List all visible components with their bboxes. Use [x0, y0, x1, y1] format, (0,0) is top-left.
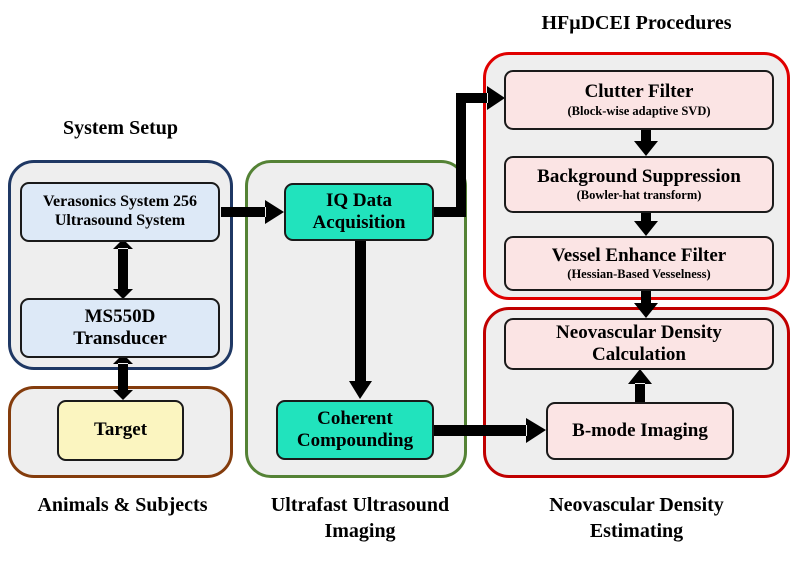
caption-ultrafast-line1: Ultrafast Ultrasound	[270, 494, 450, 516]
density-line1: Neovascular Density	[556, 321, 722, 343]
clutter-line2: (Block-wise adaptive SVD)	[567, 103, 711, 118]
background-line2: (Bowler-hat transform)	[576, 188, 702, 203]
caption-estimating-line1: Neovascular Density	[549, 494, 724, 516]
background-suppression-box: Background Suppression (Bowler-hat trans…	[504, 156, 774, 213]
iq-line2: Acquisition	[312, 212, 406, 233]
vessel-line1: Vessel Enhance Filter	[551, 244, 727, 266]
caption-estimating-line2: Estimating	[589, 520, 684, 542]
target-label: Target	[93, 419, 148, 441]
iq-data-acquisition-box: IQ Data Acquisition	[284, 183, 434, 241]
verasonics-system-box: Verasonics System 256 Ultrasound System	[20, 182, 220, 242]
verasonics-line1: Verasonics System 256	[42, 193, 198, 211]
coherent-line2: Compounding	[296, 430, 414, 451]
arrow-vessel-density	[634, 291, 658, 318]
bmode-label: B-mode Imaging	[572, 419, 708, 441]
caption-system-setup: System Setup	[62, 117, 178, 139]
target-box: Target	[57, 400, 184, 461]
arrow-coherent-bmode	[434, 418, 546, 443]
caption-animals-subjects: Animals & Subjects	[37, 494, 208, 516]
caption-estimating: Neovascular Density Estimating	[483, 492, 790, 544]
arrow-iq-clutter	[434, 86, 505, 217]
vessel-line2: (Hessian-Based Vesselness)	[567, 267, 711, 282]
transducer-line1: MS550D	[84, 305, 156, 327]
caption-procedures: HFμDCEI Procedures	[541, 12, 732, 34]
arrow-transducer-target	[113, 354, 133, 400]
arrow-verasonics-transducer	[113, 239, 133, 299]
arrow-verasonics-iq	[221, 200, 284, 224]
arrow-background-vessel	[634, 213, 658, 236]
neovascular-density-calculation-box: Neovascular Density Calculation	[504, 318, 774, 370]
transducer-line2: Transducer	[73, 328, 167, 349]
iq-line1: IQ Data	[326, 189, 392, 211]
clutter-filter-box: Clutter Filter (Block-wise adaptive SVD)	[504, 70, 774, 130]
coherent-compounding-box: Coherent Compounding	[276, 400, 434, 460]
verasonics-line2: Ultrasound System	[54, 212, 186, 229]
background-line1: Background Suppression	[537, 165, 741, 187]
arrow-clutter-background	[634, 130, 658, 156]
coherent-line1: Coherent	[317, 407, 393, 429]
density-line2: Calculation	[592, 344, 686, 365]
clutter-line1: Clutter Filter	[584, 81, 694, 103]
arrow-iq-coherent	[349, 240, 372, 399]
caption-ultrafast-line2: Imaging	[324, 520, 396, 542]
transducer-box: MS550D Transducer	[20, 298, 220, 358]
b-mode-imaging-box: B-mode Imaging	[546, 402, 734, 460]
vessel-enhance-filter-box: Vessel Enhance Filter (Hessian-Based Ves…	[504, 236, 774, 291]
caption-ultrafast-imaging: Ultrafast Ultrasound Imaging	[240, 492, 480, 544]
arrow-bmode-density	[628, 369, 652, 402]
